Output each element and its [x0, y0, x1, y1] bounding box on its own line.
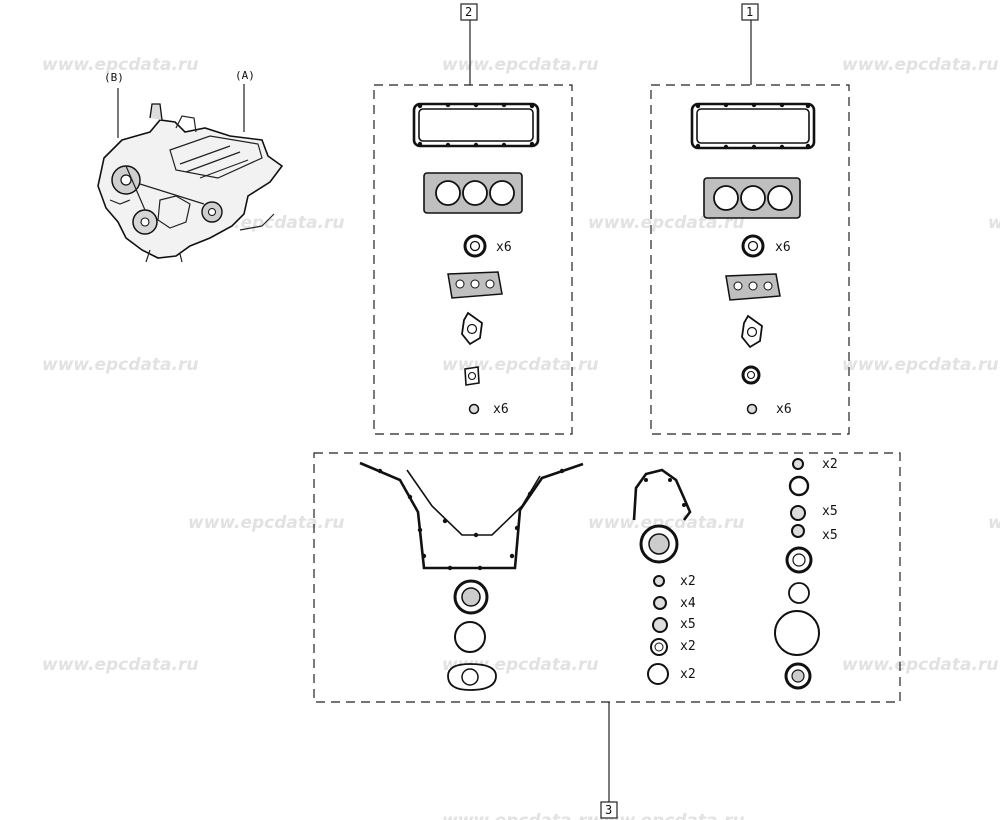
engine-illustration[interactable]: (B) (A) [97, 69, 284, 263]
kit-1-qty-valve-seal: x6 [775, 240, 791, 255]
gasket-kit-1[interactable]: x6 x6 [650, 84, 850, 435]
head-gasket [423, 172, 523, 214]
watermark: www.epcdata.ru [588, 811, 744, 820]
kit-3-frame [313, 452, 901, 703]
kit-3-mid-qty-1: x2 [680, 574, 696, 589]
callout-1-label: 1 [746, 5, 753, 19]
kit-2-qty-small-seal: x6 [493, 402, 509, 417]
kit-2-qty-valve-seal: x6 [496, 240, 512, 255]
callout-2-label: 2 [465, 5, 472, 19]
kit-3-mid-qty-3: x5 [680, 617, 696, 632]
o-ring-large [454, 621, 486, 653]
flange-gasket [461, 311, 483, 346]
crank-seal-large [453, 579, 489, 615]
right-seal-column [774, 458, 820, 690]
watermark: www.epcdata.ru [188, 513, 344, 533]
kit-1-qty-small-seal: x6 [776, 402, 792, 417]
engine-view-label-b: (B) [104, 71, 124, 84]
watermark: www.epcdata.ru [842, 355, 998, 375]
small-seal-ring [741, 365, 761, 385]
timing-seal [639, 524, 679, 564]
kit-3-mid-qty-5: x2 [680, 667, 696, 682]
watermark: www.epcdata.ru [42, 355, 198, 375]
watermark: www.epcdata.ru [42, 55, 198, 75]
manifold-gasket [725, 273, 781, 301]
watermark: www.epcdata.ru [842, 655, 998, 675]
engine-view-label-a: (A) [235, 69, 255, 82]
watermark: www.epcdata.ru [42, 655, 198, 675]
manifold-gasket [447, 271, 503, 299]
mid-seal-row [647, 575, 669, 685]
kit-3-right-qty-3: x5 [822, 528, 838, 543]
kit-2-frame [373, 84, 573, 435]
watermark: www.epcdata.ru [442, 55, 598, 75]
flange-gasket-oval [447, 663, 497, 691]
flange-gasket [741, 314, 763, 349]
valve-seal [741, 234, 765, 258]
callout-3[interactable]: 3 [600, 702, 618, 819]
watermark: www.epcdata.ru [842, 55, 998, 75]
oil-pan-gasket [359, 461, 584, 571]
watermark: www.epcdata.ru [988, 513, 1000, 533]
valve-cover-gasket [690, 102, 816, 150]
callout-3-label: 3 [605, 803, 612, 817]
watermark: www.epcdata.ru [442, 355, 598, 375]
watermark: www.epcdata.ru [442, 811, 598, 820]
valve-cover-gasket [412, 102, 540, 148]
kit-3-mid-qty-2: x4 [680, 596, 696, 611]
head-gasket [703, 177, 801, 219]
small-seal [746, 403, 758, 415]
watermark: www.epcdata.ru [988, 213, 1000, 233]
gasket-kit-2[interactable]: x6 x6 [373, 84, 573, 435]
gasket-kit-3[interactable]: x2 x4 x5 x2 x2 x2 x5 x5 [313, 452, 901, 703]
callout-1[interactable]: 1 [741, 3, 759, 85]
kit-3-right-qty-1: x2 [822, 457, 838, 472]
timing-cover-gasket [632, 468, 692, 521]
kit-1-frame [650, 84, 850, 435]
callout-2[interactable]: 2 [460, 3, 478, 85]
kit-3-right-qty-2: x5 [822, 504, 838, 519]
valve-seal [463, 234, 487, 258]
kit-3-mid-qty-4: x2 [680, 639, 696, 654]
small-seal [468, 403, 480, 415]
small-gasket [464, 366, 480, 386]
watermark: www.epcdata.ru [588, 513, 744, 533]
